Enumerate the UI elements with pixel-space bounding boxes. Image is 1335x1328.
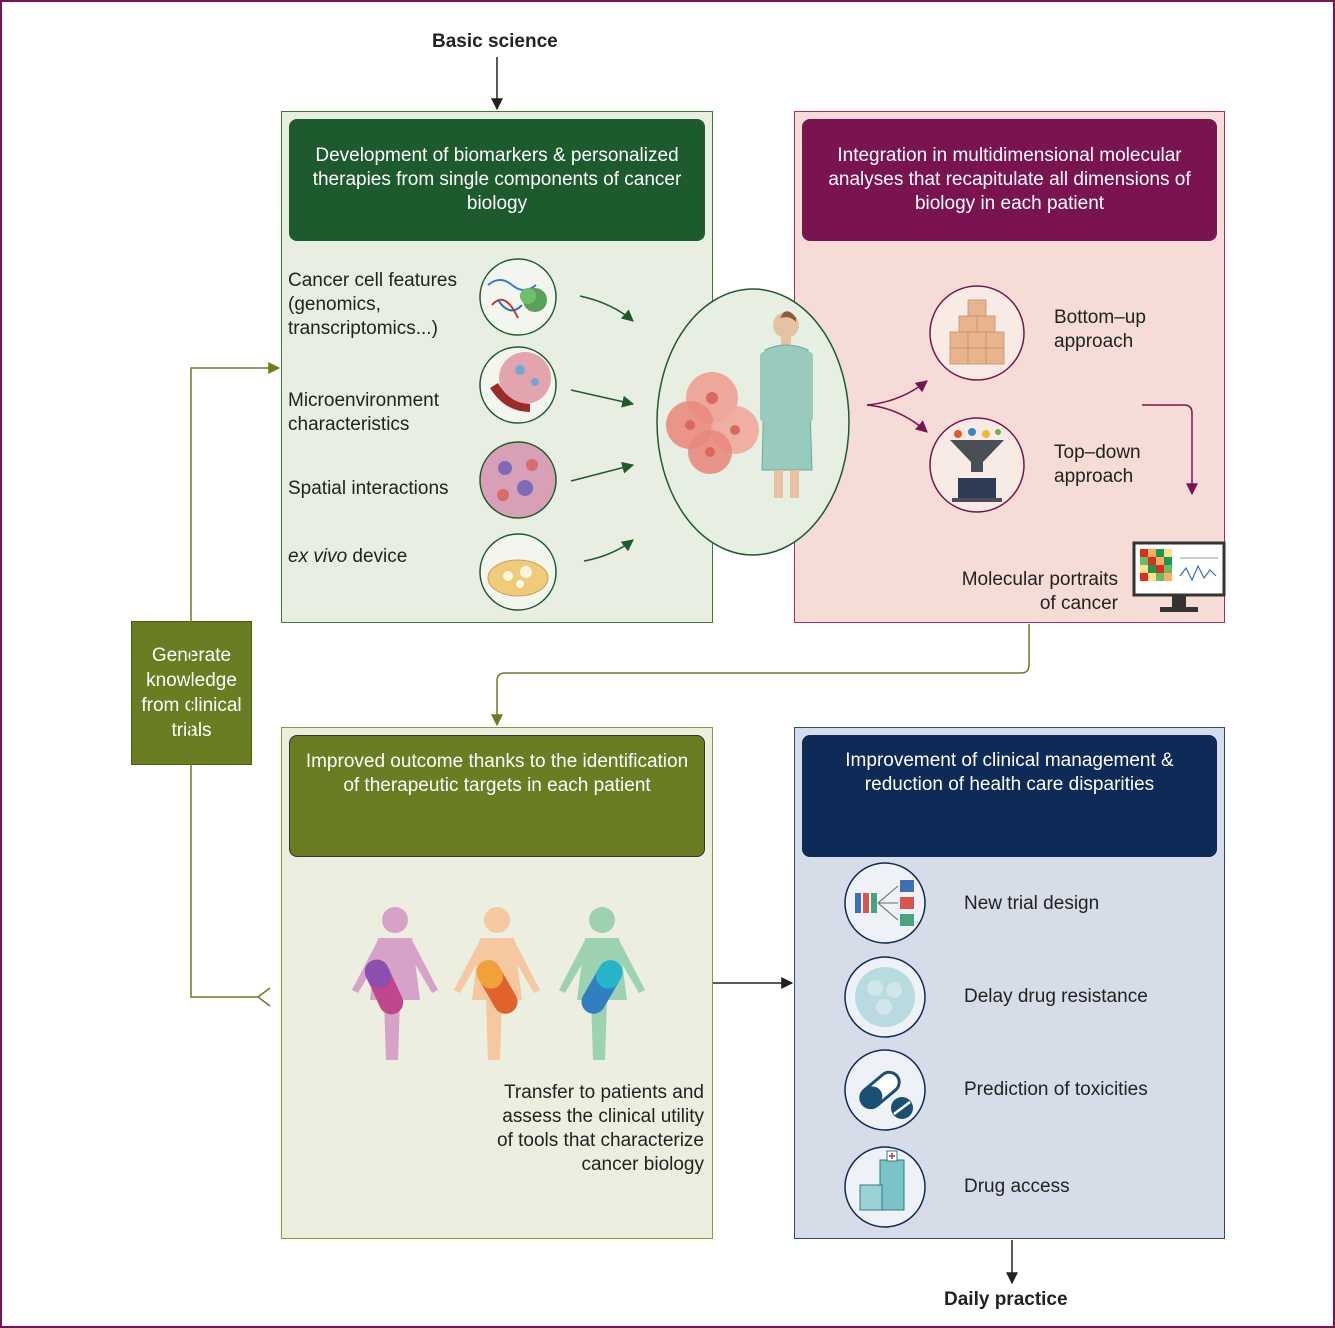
item-cancer-cell-features-line3: transcriptomics...) [288, 318, 438, 339]
funnel-laptop-icon [929, 417, 1025, 513]
feedback-loop-fork [257, 987, 271, 998]
item-cancer-cell-features-line1: Cancer cell features [288, 270, 457, 291]
transfer-line1: Transfer to patients and [504, 1082, 704, 1103]
pills-icon [844, 1049, 926, 1131]
bottom-up-line2: approach [1054, 331, 1134, 352]
blue-item-drug-access: Drug access [964, 1176, 1070, 1197]
item-microenvironment-line2: characteristics [288, 414, 410, 435]
item-microenvironment: Microenvironment characteristics [288, 389, 439, 437]
tissue-map-icon [479, 441, 557, 519]
item-microenvironment-line1: Microenvironment [288, 390, 439, 411]
transfer-line2: assess the clinical utility [502, 1106, 704, 1127]
arrow-item-1 [579, 295, 634, 322]
item-ex-vivo-device: ex vivo device [288, 545, 407, 569]
heatmap-monitor-icon [1132, 541, 1226, 612]
item-spatial-interactions: Spatial interactions [288, 478, 449, 499]
cell-cluster-icon [844, 956, 926, 1038]
feedback-loop-line [190, 362, 281, 1007]
molecular-portraits-line1: Molecular portraits [961, 569, 1118, 590]
body-pill-icon [454, 907, 540, 1060]
header-clinical-management: Improvement of clinical management & red… [802, 735, 1217, 857]
header-integration-text: Integration in multidimensional molecula… [828, 145, 1191, 214]
patient-network-icon [844, 862, 926, 944]
top-down-line2: approach [1054, 466, 1134, 487]
arrow-to-portraits [1142, 404, 1198, 496]
item-cancer-cell-features: Cancer cell features (genomics, transcri… [288, 269, 457, 341]
header-biomarkers: Development of biomarkers & personalized… [289, 119, 705, 241]
molecular-portraits-line2: of cancer [1039, 593, 1118, 614]
arrow-to-bottom-up [866, 380, 928, 406]
header-integration: Integration in multidimensional molecula… [802, 119, 1217, 241]
hospital-icon [844, 1146, 926, 1228]
basic-science-label: Basic science [432, 31, 558, 52]
body-pill-icon [559, 907, 645, 1060]
header-improved-outcome: Improved outcome thanks to the identific… [289, 735, 705, 857]
header-clinical-management-text: Improvement of clinical management & red… [845, 750, 1174, 795]
transfer-text: Transfer to patients and assess the clin… [440, 1081, 704, 1177]
cancer-cells-icon [666, 372, 759, 474]
blood-vessel-icon [479, 346, 557, 424]
arrow-item-2 [570, 389, 635, 408]
transfer-line4: cancer biology [581, 1154, 704, 1175]
item-ex-vivo-rest: device [347, 546, 408, 567]
transfer-line3: of tools that characterize [497, 1130, 704, 1151]
header-improved-outcome-text: Improved outcome thanks to the identific… [305, 751, 689, 796]
arrow-item-4 [583, 539, 634, 562]
blue-item-new-trial-design: New trial design [964, 893, 1100, 914]
arrow-pink-to-olive [491, 624, 1030, 727]
item-ex-vivo-italic: ex vivo [288, 546, 348, 567]
arrow-item-3 [570, 461, 635, 482]
header-biomarkers-text: Development of biomarkers & personalized… [312, 145, 682, 214]
top-down-line1: Top–down [1054, 442, 1141, 463]
item-cancer-cell-features-line2: (genomics, [288, 294, 381, 315]
dna-protein-icon [479, 258, 557, 336]
petri-dish-icon [479, 533, 557, 611]
body-pill-icon [352, 907, 438, 1060]
bottom-up-line1: Bottom–up [1054, 307, 1146, 328]
blue-item-prediction-toxicities: Prediction of toxicities [964, 1079, 1148, 1100]
molecular-portraits-label: Molecular portraits of cancer [920, 568, 1118, 616]
arrow-to-top-down [866, 404, 928, 433]
top-down-label: Top–down approach [1054, 441, 1141, 489]
bottom-up-label: Bottom–up approach [1054, 306, 1146, 354]
blue-item-delay-drug-resistance: Delay drug resistance [964, 986, 1148, 1007]
daily-practice-label: Daily practice [944, 1289, 1068, 1310]
stacked-blocks-icon [929, 285, 1025, 381]
patient-figure-icon [760, 311, 813, 498]
